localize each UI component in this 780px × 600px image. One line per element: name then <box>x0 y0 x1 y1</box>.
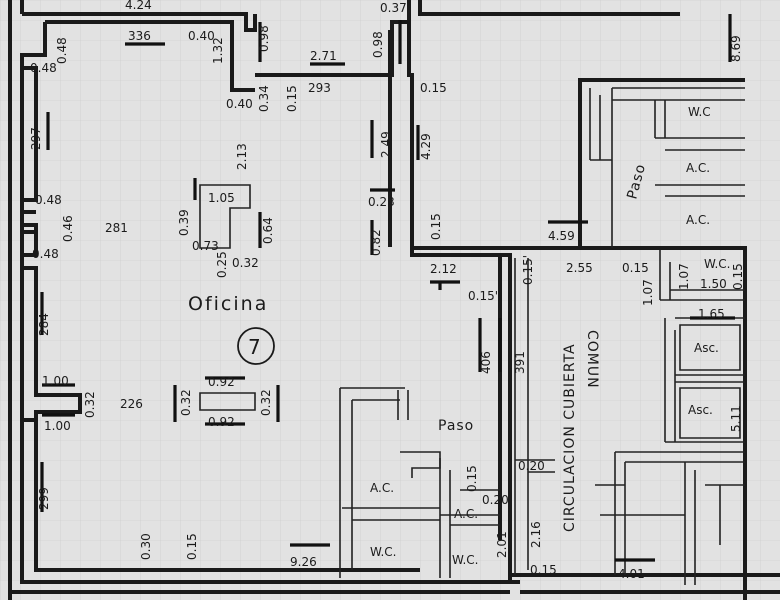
dim-label: 281 <box>105 221 128 235</box>
dim-label: 2.71 <box>310 49 337 63</box>
dim-label: 2.01 <box>495 531 509 558</box>
dim-label: 226 <box>120 397 143 411</box>
dim-label: 293 <box>308 81 331 95</box>
dim-label: 0.39 <box>177 209 191 236</box>
dim-label: 0.92 <box>208 415 235 429</box>
dim-label: 0.98 <box>257 25 271 52</box>
dim-label: 9.26 <box>290 555 317 569</box>
dim-label: 1.07 <box>677 263 691 290</box>
unit-number: 7 <box>248 335 261 359</box>
dim-label: 0.32 <box>232 256 259 270</box>
paso-left-label: Paso <box>438 418 474 434</box>
office-label: Oficina <box>188 293 268 315</box>
dim-label: 0.15 <box>530 563 557 577</box>
dim-label: 0.25 <box>215 251 229 278</box>
dim-label: 336 <box>128 29 151 43</box>
dim-label: 0.40 <box>226 97 253 111</box>
dim-label: 4.29 <box>419 133 433 160</box>
column-upper <box>199 184 251 249</box>
dim-label: 1.00 <box>44 419 71 433</box>
dim-label: 4.01 <box>618 567 645 581</box>
walls <box>8 0 780 600</box>
dim-label: 5.11 <box>729 405 743 432</box>
dim-label: 0.23 <box>368 195 395 209</box>
dim-label: 2.49 <box>379 131 393 158</box>
dim-label: 0.20 <box>482 493 509 507</box>
dim-label: 0.98 <box>371 31 385 58</box>
dim-label: 1.07 <box>641 279 655 306</box>
dim-label: 0.48 <box>30 61 57 75</box>
dim-label: 4.24 <box>125 0 152 12</box>
dim-label: 2.12 <box>430 262 457 276</box>
dim-label: 1.32 <box>211 37 225 64</box>
dim-label: 0.48 <box>32 247 59 261</box>
dim-label: 0.15 <box>731 263 745 290</box>
dim-label: 299 <box>37 487 51 510</box>
dim-label: 0.40 <box>188 29 215 43</box>
dim-label: 0.48 <box>55 37 69 64</box>
dim-label: 0.32 <box>83 391 97 418</box>
dim-label: 284 <box>37 313 51 336</box>
dimension-ticks <box>40 14 735 562</box>
dim-label: 0.15 <box>465 465 479 492</box>
dimension-labels: 4.24 0.37 336 0.40 1.32 0.98 2.71 0.98 8… <box>29 0 745 581</box>
dim-label: 2.13 <box>235 143 249 170</box>
dim-label: 0.37 <box>380 1 407 15</box>
ac-mid-label: A.C. <box>686 213 710 227</box>
dim-label: 1.50 <box>700 277 727 291</box>
dim-label: 0.15 <box>420 81 447 95</box>
partitions <box>199 87 745 585</box>
dim-label: 0.15 <box>285 85 299 112</box>
dim-label: 8.69 <box>729 35 743 62</box>
ac-bottom-left-label: A.C. <box>370 481 394 495</box>
dim-label: 406 <box>479 351 493 374</box>
dim-label: 0.30 <box>139 533 153 560</box>
dim-label: 1.05 <box>208 191 235 205</box>
dim-label: 2.55 <box>566 261 593 275</box>
ac-bottom-mid-label: A.C. <box>454 507 478 521</box>
unit-number-circle <box>237 327 275 365</box>
dim-label: 0.46 <box>61 215 75 242</box>
dim-label: 0.15 <box>185 533 199 560</box>
dim-label: 0.15' <box>468 289 498 303</box>
circulation-label: CIRCULACION CUBIERTA <box>562 343 578 532</box>
ac-top-label: A.C. <box>686 161 710 175</box>
dim-label: 0.15' <box>521 255 535 285</box>
room-labels: Oficina 7 Paso Paso CIRCULACION CUBIERTA… <box>188 105 731 567</box>
dim-label: 0.73 <box>192 239 219 253</box>
common-label: COMUN <box>584 330 600 389</box>
dim-label: 0.48 <box>35 193 62 207</box>
dim-label: 1.00 <box>42 374 69 388</box>
elevator-1-label: Asc. <box>694 341 719 355</box>
dim-label: 0.92 <box>208 375 235 389</box>
dim-label: 0.32 <box>259 389 273 416</box>
dim-label: 4.59 <box>548 229 575 243</box>
dim-label: 1.65 <box>698 307 725 321</box>
dim-label: 391 <box>513 351 527 374</box>
dim-label: 297 <box>29 127 43 150</box>
dim-label: 0.32 <box>179 389 193 416</box>
dim-label: 0.82 <box>369 229 383 256</box>
dim-label: 0.34 <box>257 85 271 112</box>
dim-label: 0.15 <box>622 261 649 275</box>
dim-label: 0.20 <box>518 459 545 473</box>
wc-small-label: W.C. <box>704 257 731 271</box>
wc-top-label: W.C <box>688 105 711 119</box>
wc-bottom-mid-label: W.C. <box>452 553 479 567</box>
column-lower <box>199 392 256 411</box>
dim-label: 0.15 <box>429 213 443 240</box>
wc-bottom-left-label: W.C. <box>370 545 397 559</box>
elevator-2-label: Asc. <box>688 403 713 417</box>
dim-label: 0.64 <box>261 217 275 244</box>
dim-label: 2.16 <box>529 521 543 548</box>
